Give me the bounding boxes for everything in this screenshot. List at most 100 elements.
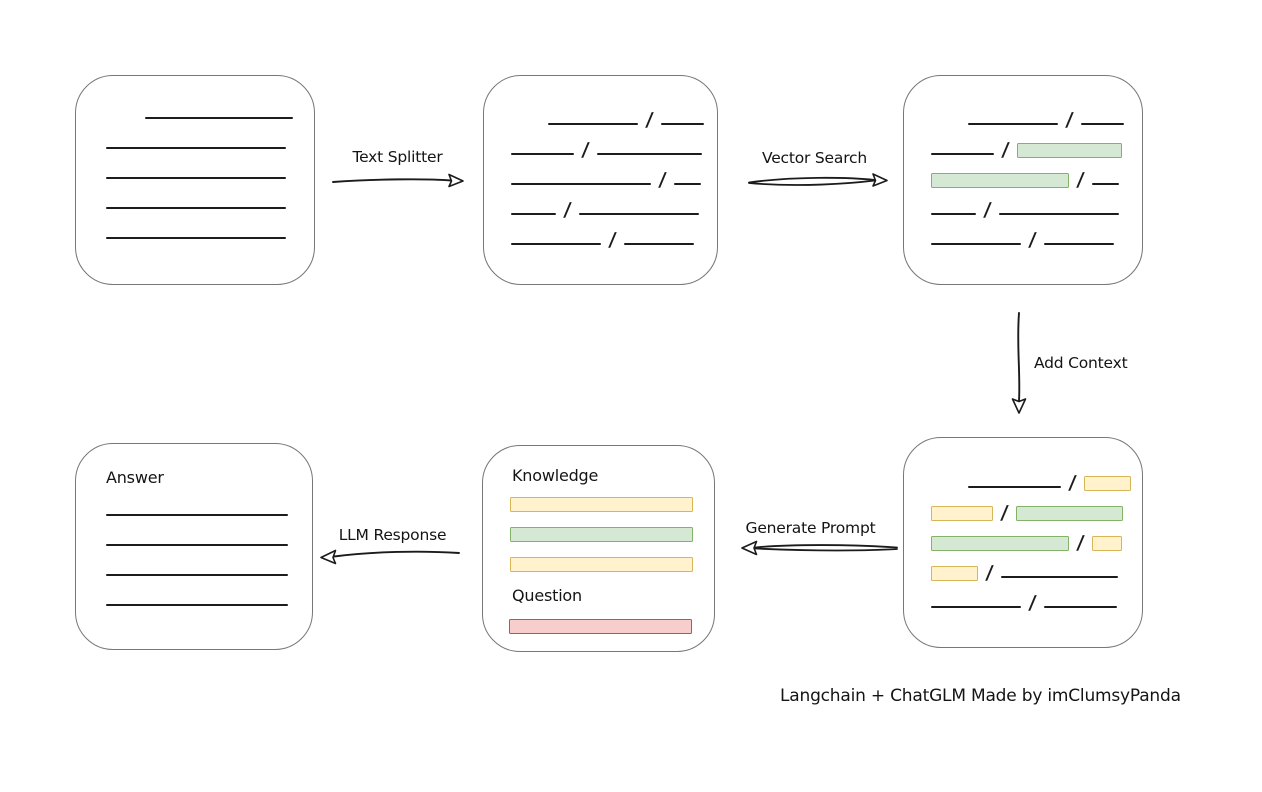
indent-gap — [511, 127, 541, 128]
text-line — [106, 237, 286, 239]
document-text-lines — [106, 92, 296, 242]
text-line — [511, 153, 574, 155]
yellow-highlight-chip — [931, 506, 993, 521]
yellow-highlight-chip — [1091, 536, 1122, 551]
segment-row: / — [511, 158, 706, 191]
text-line — [1091, 183, 1119, 185]
matched-chunks-box: ///// — [903, 75, 1143, 285]
segment-row — [106, 579, 296, 609]
segment-row: / — [511, 98, 706, 131]
red-highlight-chip — [509, 619, 692, 634]
slash-separator: / — [1067, 472, 1078, 494]
answer-box: Answer — [75, 443, 313, 650]
segment-row — [106, 212, 296, 242]
segment-row: / — [931, 218, 1131, 251]
green-highlight-chip — [510, 527, 693, 542]
text-line — [931, 153, 994, 155]
text-line — [511, 183, 651, 185]
text-line — [1043, 606, 1117, 608]
text-line — [968, 486, 1061, 488]
context-chunks-box: / / / / / — [903, 437, 1143, 648]
text-line — [106, 544, 288, 546]
text-line — [145, 117, 293, 119]
segment-row — [510, 542, 705, 572]
indent-gap — [931, 127, 961, 128]
vector-search-label: Vector Search — [762, 149, 867, 167]
yellow-highlight-chip — [510, 497, 693, 512]
text-line — [106, 574, 288, 576]
add-context-arrow — [1011, 312, 1027, 414]
text-line — [548, 123, 638, 125]
slash-separator: / — [1027, 592, 1038, 614]
diagram-caption: Langchain + ChatGLM Made by imClumsyPand… — [780, 686, 1181, 706]
llm-response-arrow — [320, 549, 460, 565]
segment-row — [106, 549, 296, 579]
segment-row — [510, 482, 705, 512]
segment-row: / — [931, 188, 1131, 221]
segment-row — [509, 604, 704, 634]
text-line — [578, 213, 699, 215]
text-line — [596, 153, 702, 155]
add-context-label: Add Context — [1034, 354, 1128, 372]
green-highlight-chip — [931, 173, 1069, 188]
segment-row — [106, 152, 296, 182]
segment-row: / — [931, 581, 1131, 614]
segment-row: / — [511, 218, 706, 251]
question-label: Question — [512, 586, 582, 605]
slash-separator: / — [580, 139, 591, 161]
vector-search-arrow — [748, 173, 888, 187]
slash-separator: / — [657, 169, 668, 191]
yellow-highlight-chip — [1083, 476, 1131, 491]
slash-separator: / — [1075, 532, 1086, 554]
generate-prompt-label: Generate Prompt — [745, 519, 876, 537]
text-line — [511, 243, 601, 245]
segment-row — [510, 512, 705, 542]
answer-text-lines — [106, 489, 296, 609]
segment-row: / — [931, 128, 1131, 161]
green-highlight-chip — [1016, 143, 1122, 158]
segment-row — [106, 489, 296, 519]
text-line — [106, 147, 286, 149]
segment-row — [106, 519, 296, 549]
slash-separator: / — [1075, 169, 1086, 191]
text-splitter-label: Text Splitter — [352, 148, 443, 166]
text-line — [931, 606, 1021, 608]
green-highlight-chip — [1015, 506, 1123, 521]
matched-chunks-rows: ///// — [931, 98, 1131, 251]
segment-row: / — [511, 128, 706, 161]
text-line — [106, 177, 286, 179]
text-line — [106, 514, 288, 516]
yellow-highlight-chip — [931, 566, 978, 581]
text-line — [106, 207, 286, 209]
text-line — [931, 243, 1021, 245]
text-line — [673, 183, 701, 185]
context-chunks-rows: / / / / / — [931, 461, 1131, 614]
text-line — [1043, 243, 1114, 245]
text-line — [660, 123, 704, 125]
text-line — [511, 213, 556, 215]
segment-row: / — [931, 158, 1131, 191]
slash-separator: / — [999, 502, 1010, 524]
split-chunks-rows: ///// — [511, 98, 706, 251]
segment-row: / — [931, 551, 1131, 584]
llm-response-label: LLM Response — [338, 526, 447, 544]
segment-row: / — [931, 461, 1131, 494]
slash-separator: / — [644, 109, 655, 131]
segment-row: / — [931, 98, 1131, 131]
knowledge-chips — [510, 482, 705, 572]
yellow-highlight-chip — [510, 557, 693, 572]
indent-gap — [931, 490, 961, 491]
answer-label: Answer — [106, 468, 164, 487]
generate-prompt-arrow — [741, 540, 898, 556]
slash-separator: / — [562, 199, 573, 221]
text-line — [968, 123, 1058, 125]
segment-row: / — [931, 521, 1131, 554]
text-line — [931, 213, 976, 215]
document-box — [75, 75, 315, 285]
text-line — [998, 213, 1119, 215]
text-line — [106, 604, 288, 606]
slash-separator: / — [984, 562, 995, 584]
prompt-box: Knowledge Question — [482, 445, 715, 652]
segment-row — [106, 122, 296, 152]
